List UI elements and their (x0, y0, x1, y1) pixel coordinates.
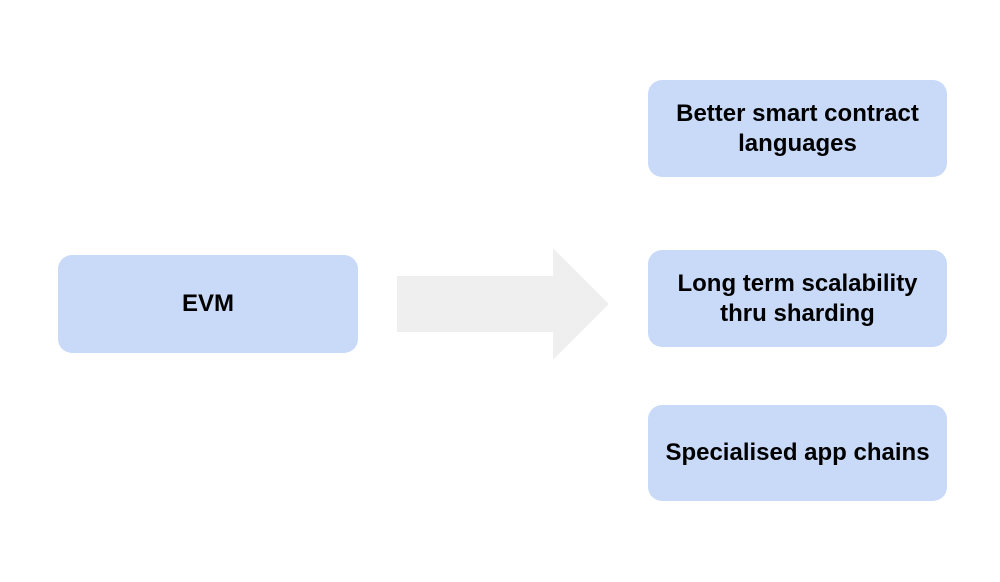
target-label: Long term scalability thru sharding (677, 269, 918, 327)
target-label: Specialised app chains (665, 439, 930, 466)
evm-label: EVM (181, 290, 234, 317)
target-box-smart-contract-languages: Better smart contract languages (648, 80, 947, 177)
evm-box: EVM (58, 255, 358, 353)
target-box-app-chains: Specialised app chains (648, 405, 947, 501)
target-box-scalability-sharding: Long term scalability thru sharding (648, 250, 947, 347)
right-arrow-shape (397, 248, 609, 360)
target-label: Better smart contract languages (676, 99, 919, 157)
